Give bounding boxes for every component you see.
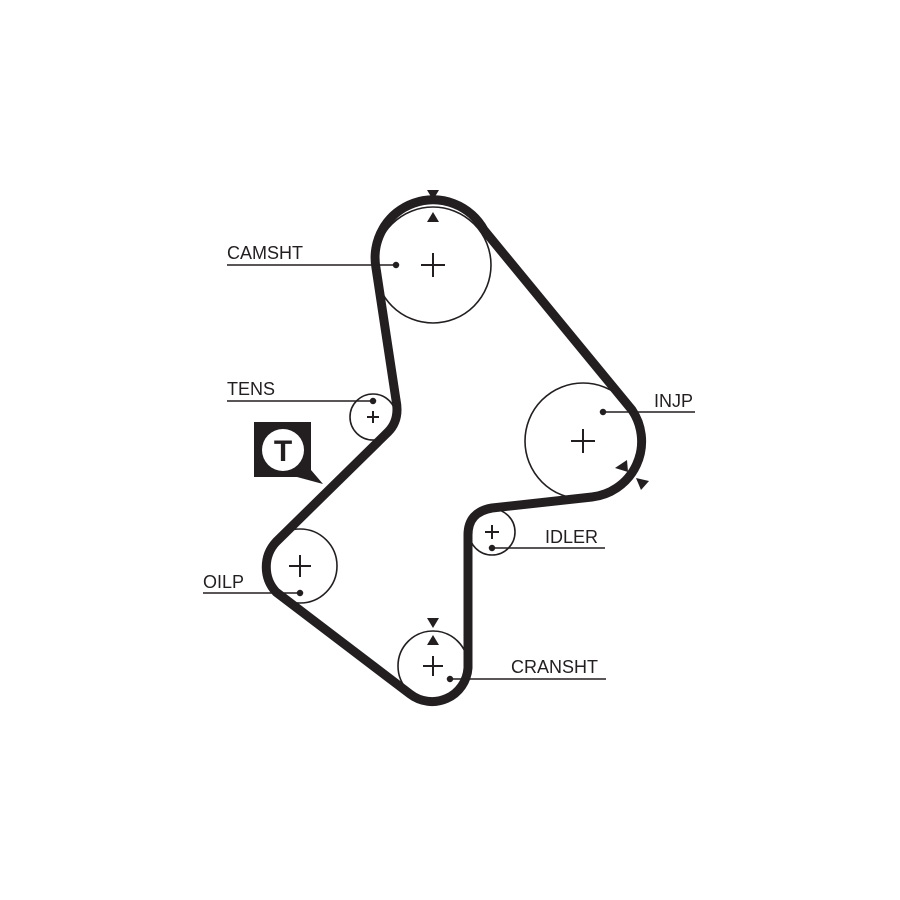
crankshaft-label: CRANSHT <box>511 657 598 677</box>
oil-pump-label: OILP <box>203 572 244 592</box>
tensioner-badge-letter: T <box>274 435 292 468</box>
timing-marks <box>427 190 649 645</box>
leader-lines <box>203 261 695 683</box>
injection-pump-label: INJP <box>654 391 693 411</box>
tensioner-badge-icon: T <box>254 422 323 484</box>
tensioner-label: TENS <box>227 379 275 399</box>
center-marks <box>289 253 595 676</box>
idler-label: IDLER <box>545 527 598 547</box>
camshaft-label: CAMSHT <box>227 243 303 263</box>
timing-belt <box>261 195 647 707</box>
